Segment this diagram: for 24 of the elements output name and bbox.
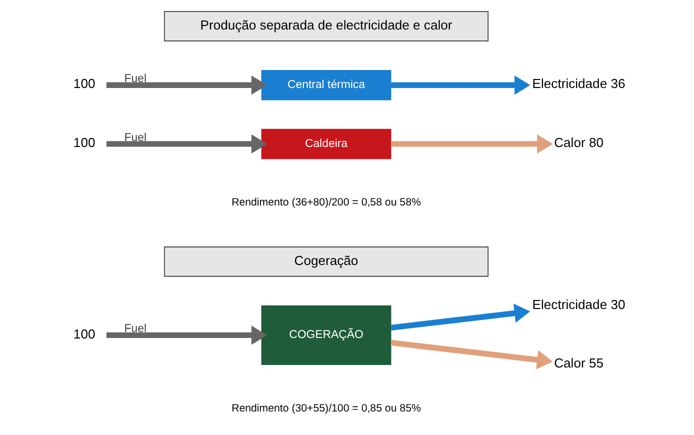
label: Rendimento (30+55)/100 = 0,85 ou 85% [231,402,420,415]
node-text: Calor 80 [554,135,603,150]
node-text: 100 [72,76,95,92]
node-box: Cogeração [164,246,488,277]
arrow [106,326,267,345]
node-box: Produção separada de electricidade e calor [164,11,488,42]
node-box: Caldeira [260,128,391,160]
node-text: 100 [72,326,95,342]
edge-label: Fuel [124,72,146,85]
arrow [106,134,267,154]
node-box: Central térmica [260,70,391,100]
node-text: Electricidade 30 [532,296,625,312]
node-text: Electricidade 36 [532,76,625,92]
arrow [390,304,530,331]
node-box: COGERAÇÃO [260,305,391,366]
arrow [390,340,552,370]
node-text: 100 [72,135,95,150]
arrow [106,76,267,95]
node-text: Calor 55 [554,356,603,371]
edge-label: Fuel [124,132,146,144]
arrow [390,134,552,154]
label: Rendimento (36+80)/200 = 0,58 ou 58% [231,196,420,209]
edge-label: Fuel [124,323,146,336]
arrow [390,75,530,95]
